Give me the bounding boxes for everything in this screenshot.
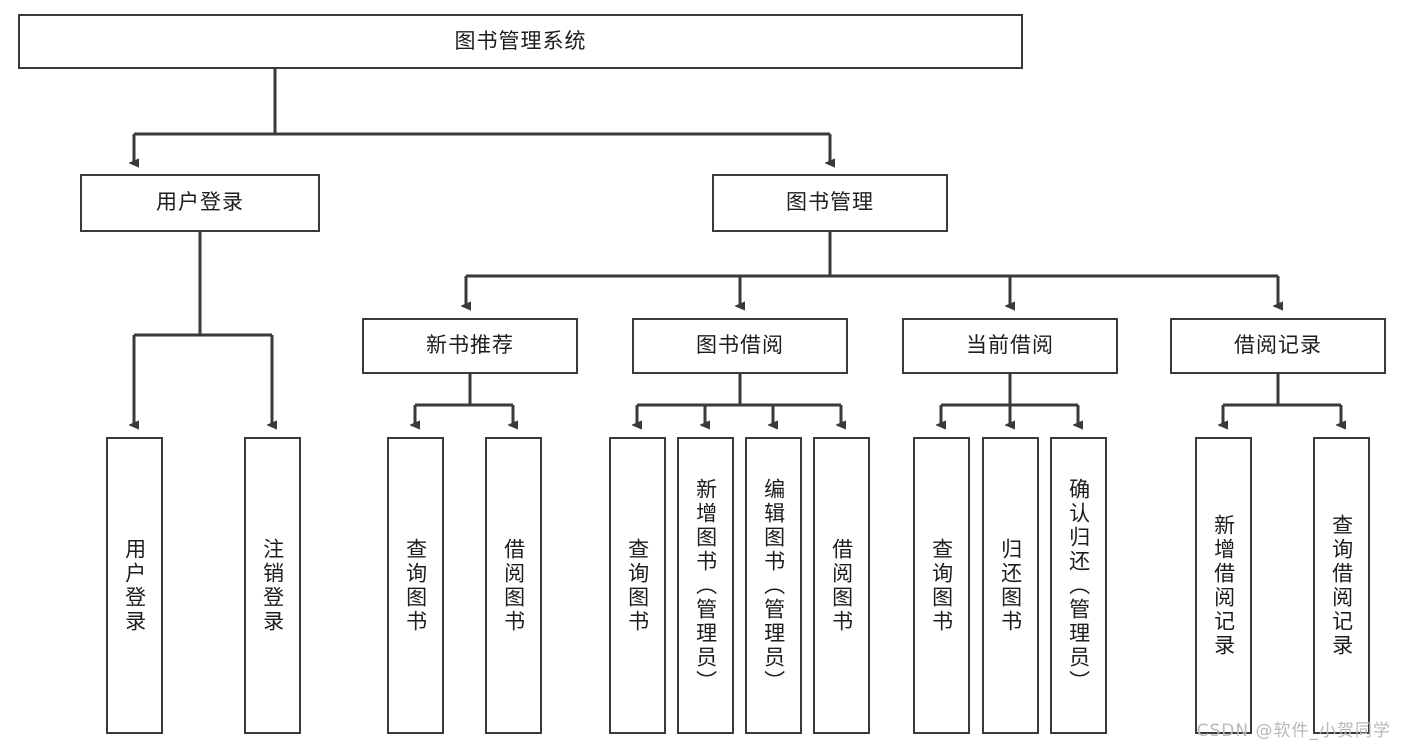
node-label: 查询图书	[929, 537, 954, 634]
leaf-new-book-query-book[interactable]: 查询图书	[387, 437, 444, 734]
node-label: 查询图书	[625, 537, 650, 634]
node-label: 注销登录	[260, 537, 285, 634]
node-label: 当前借阅	[966, 333, 1054, 358]
node-label: 用户登录	[156, 190, 244, 215]
node-book-borrow[interactable]: 图书借阅	[632, 318, 848, 374]
node-label: 查询借阅记录	[1329, 513, 1354, 658]
leaf-new-book-borrow-book[interactable]: 借阅图书	[485, 437, 542, 734]
node-current-borrow[interactable]: 当前借阅	[902, 318, 1118, 374]
node-label: 借阅记录	[1234, 333, 1322, 358]
leaf-current-borrow-query-book[interactable]: 查询图书	[913, 437, 970, 734]
node-label: 新增图书（管理员）	[693, 477, 718, 694]
node-label: 图书管理系统	[454, 28, 587, 53]
node-label: 归还图书	[998, 537, 1023, 634]
leaf-user-login-login[interactable]: 用户登录	[106, 437, 163, 734]
leaf-book-borrow-query-book[interactable]: 查询图书	[609, 437, 666, 734]
node-borrow-record[interactable]: 借阅记录	[1170, 318, 1386, 374]
node-label: 确认归还（管理员）	[1066, 477, 1091, 694]
node-book-management[interactable]: 图书管理	[712, 174, 948, 232]
node-label: 新书推荐	[426, 333, 514, 358]
watermark: CSDN @软件_小贺同学	[1196, 721, 1391, 741]
node-label: 用户登录	[122, 537, 147, 634]
leaf-current-borrow-confirm-return-admin[interactable]: 确认归还（管理员）	[1050, 437, 1107, 734]
node-label: 借阅图书	[829, 537, 854, 634]
node-label: 查询图书	[403, 537, 428, 634]
node-user-login[interactable]: 用户登录	[80, 174, 320, 232]
leaf-book-borrow-edit-book-admin[interactable]: 编辑图书（管理员）	[745, 437, 802, 734]
leaf-book-borrow-borrow-book[interactable]: 借阅图书	[813, 437, 870, 734]
node-label: 编辑图书（管理员）	[761, 477, 786, 694]
node-label: 新增借阅记录	[1211, 513, 1236, 658]
node-label: 图书管理	[786, 190, 874, 215]
node-label: 图书借阅	[696, 333, 784, 358]
leaf-borrow-record-query-record[interactable]: 查询借阅记录	[1313, 437, 1370, 734]
leaf-user-login-logout[interactable]: 注销登录	[244, 437, 301, 734]
node-new-book-recommend[interactable]: 新书推荐	[362, 318, 578, 374]
leaf-current-borrow-return-book[interactable]: 归还图书	[982, 437, 1039, 734]
node-label: 借阅图书	[501, 537, 526, 634]
leaf-borrow-record-add-record[interactable]: 新增借阅记录	[1195, 437, 1252, 734]
node-root-book-management-system[interactable]: 图书管理系统	[18, 14, 1023, 69]
leaf-book-borrow-add-book-admin[interactable]: 新增图书（管理员）	[677, 437, 734, 734]
